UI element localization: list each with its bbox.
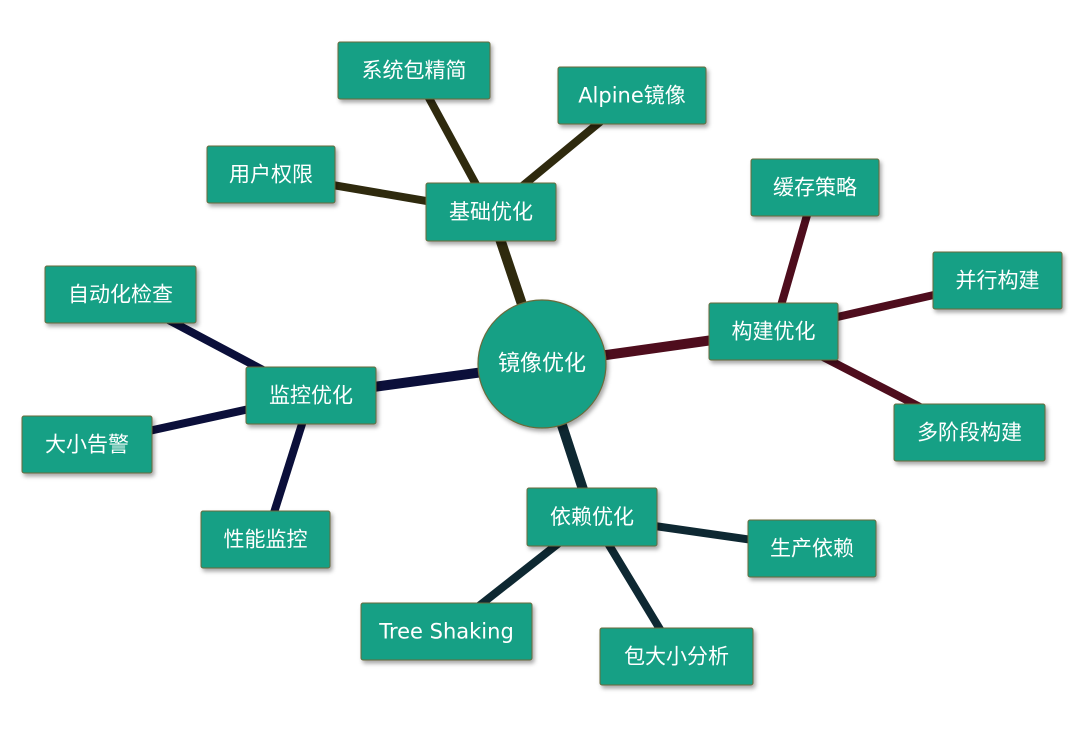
leaf-node-monitor-alert-box [21,415,153,474]
leaf-node-basic-alpine[interactable]: Alpine镜像 [557,66,707,125]
leaf-node-basic-slim-label: 系统包精简 [362,59,467,83]
branch-node-monitor-label: 监控优化 [269,384,353,408]
leaf-node-build-multistage-box [893,403,1046,462]
branch-node-basic-label: 基础优化 [449,200,533,224]
leaf-node-build-multistage-label: 多阶段构建 [917,421,1022,445]
leaf-node-monitor-auto[interactable]: 自动化检查 [44,265,197,324]
leaf-node-build-cache-label: 缓存策略 [773,176,857,200]
leaf-node-basic-perm-label: 用户权限 [229,163,313,187]
branch-node-deps[interactable]: 依赖优化 [526,487,658,547]
leaf-node-basic-slim-box [337,41,491,100]
leaf-node-basic-perm[interactable]: 用户权限 [206,145,336,204]
leaf-node-build-multistage[interactable]: 多阶段构建 [893,403,1046,462]
leaf-node-deps-prod-box [747,519,877,578]
leaf-node-deps-prod[interactable]: 生产依赖 [747,519,877,578]
leaf-node-deps-size[interactable]: 包大小分析 [599,627,754,686]
leaf-node-basic-perm-box [206,145,336,204]
leaf-node-monitor-perf-label: 性能监控 [224,528,308,552]
leaf-node-deps-tree-label: Tree Shaking [378,620,514,644]
leaf-node-monitor-auto-box [44,265,197,324]
leaf-node-deps-prod-label: 生产依赖 [770,537,854,561]
leaf-node-monitor-alert[interactable]: 大小告警 [21,415,153,474]
leaf-node-build-cache[interactable]: 缓存策略 [750,158,880,217]
branch-node-deps-label: 依赖优化 [550,505,634,529]
branch-node-monitor[interactable]: 监控优化 [245,366,377,425]
leaf-node-monitor-perf[interactable]: 性能监控 [200,510,331,569]
center-node[interactable]: 镜像优化 [477,299,607,429]
center-node-label: 镜像优化 [498,352,586,377]
leaf-node-build-parallel-box [932,251,1063,310]
branch-node-build-box [708,302,839,361]
leaf-node-build-cache-box [750,158,880,217]
branch-node-deps-box [526,487,658,547]
branch-node-build-label: 构建优化 [732,320,816,344]
branch-node-basic-box [425,182,557,242]
branch-node-monitor-box [245,366,377,425]
leaf-node-deps-tree-box [360,602,533,661]
branch-node-build[interactable]: 构建优化 [708,302,839,361]
leaf-node-deps-size-box [599,627,754,686]
leaf-node-basic-slim[interactable]: 系统包精简 [337,41,491,100]
leaf-node-monitor-auto-label: 自动化检查 [68,283,173,307]
leaf-node-monitor-alert-label: 大小告警 [45,433,129,457]
leaf-node-basic-alpine-label: Alpine镜像 [578,84,686,108]
leaf-node-monitor-perf-box [200,510,331,569]
branch-node-basic[interactable]: 基础优化 [425,182,557,242]
leaf-node-deps-tree[interactable]: Tree Shaking [360,602,533,661]
center-node-circle [477,299,607,429]
leaf-node-build-parallel-label: 并行构建 [956,269,1040,293]
leaf-node-build-parallel[interactable]: 并行构建 [932,251,1063,310]
leaf-node-basic-alpine-box [557,66,707,125]
leaf-node-deps-size-label: 包大小分析 [624,645,729,669]
